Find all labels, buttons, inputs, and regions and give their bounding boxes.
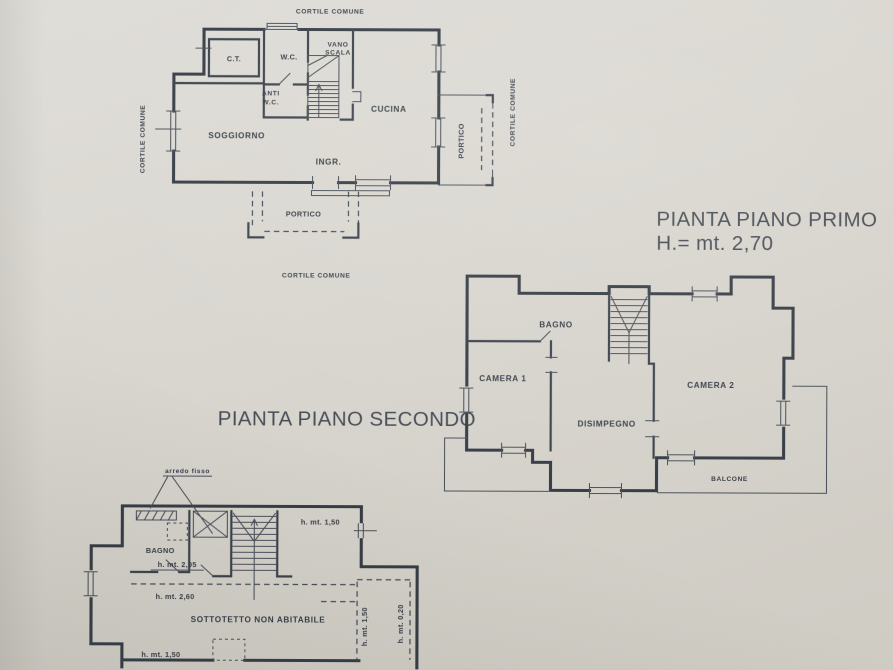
plan-first-floor: BAGNO CAMERA 1 CAMERA 2 DISIMPEGNO BALCO… (443, 274, 828, 499)
terrace-parapet (443, 437, 551, 492)
room-label-vano-scala-1: VANO (328, 42, 349, 49)
room-label-bagno: BAGNO (146, 546, 175, 555)
room-label-portico-right: PORTICO (457, 123, 466, 158)
stairs (610, 295, 648, 365)
room-label-soggiorno: SOGGIORNO (208, 131, 265, 140)
room-label-camera1: CAMERA 1 (479, 374, 526, 383)
annotation-h150-right: h. mt. 1,50 (360, 607, 369, 646)
stairs (307, 54, 340, 119)
portico-right-outline (437, 94, 494, 186)
outer-walls (171, 27, 441, 185)
room-label-vano-scala-2: SCALA (325, 50, 351, 57)
interior-walls (130, 509, 293, 578)
title-piano-secondo: PIANTA PIANO SECONDO (218, 407, 476, 431)
room-label-camera2: CAMERA 2 (687, 381, 734, 390)
room-label-wc: W.C. (280, 52, 297, 61)
room-label-anti-wc-2: W.C. (262, 99, 279, 106)
cortile-comune-left-label: CORTILE COMUNE (140, 105, 147, 174)
room-label-disimpegno: DISIMPEGNO (578, 419, 636, 428)
doors-windows (83, 523, 377, 597)
portico-bottom-dashes (251, 191, 360, 233)
cortile-comune-top-label: CORTILE COMUNE (296, 8, 365, 15)
title-piano-primo: PIANTA PIANO PRIMO (656, 208, 877, 232)
room-label-ct: C.T. (227, 54, 241, 63)
cortile-comune-right-label: CORTILE COMUNE (510, 78, 517, 147)
doors-windows (459, 286, 791, 499)
cortile-comune-bottom-label: CORTILE COMUNE (282, 272, 351, 279)
room-label-portico-bottom: PORTICO (286, 209, 321, 218)
room-label-cucina: CUCINA (371, 105, 406, 114)
fixed-furniture (135, 475, 229, 538)
room-label-ingresso: INGR. (316, 158, 342, 167)
portico-right-corners (485, 94, 494, 187)
portico-right-dashes (480, 108, 494, 171)
annotation-h150-bottom: h. mt. 1,50 (141, 650, 180, 659)
annotation-h020-right: h. mt. 0,20 (396, 604, 405, 643)
annotation-h260: h. mt. 2,60 (156, 592, 195, 601)
balcony-outline (656, 385, 828, 494)
room-label-anti-wc-1: ANTI (262, 90, 280, 97)
plan-second-floor: arredo fisso BAGNO h. mt. 2,05 h. mt. 1,… (83, 468, 419, 670)
room-label-bagno: BAGNO (539, 320, 573, 329)
plan-ground-floor: CORTILE COMUNE CORTILE COMUNE CORTILE CO… (140, 8, 517, 279)
annotation-arredo-fisso: arredo fisso (165, 468, 210, 475)
annotation-h-bagno: h. mt. 2,05 (158, 560, 197, 569)
title-piano-primo-height: H.= mt. 2,70 (656, 232, 773, 255)
portico-bottom-corners (247, 222, 360, 239)
interior-walls (465, 292, 656, 459)
room-label-balcone: BALCONE (711, 476, 748, 483)
room-label-sottotetto: SOTTOTETTO NON ABITABILE (191, 615, 326, 624)
stairs (231, 512, 277, 600)
dashed-fixtures (166, 522, 246, 661)
annotation-h150-top: h. mt. 1,50 (301, 517, 340, 526)
doors-windows (155, 22, 446, 197)
outer-walls (89, 504, 419, 670)
outer-walls (465, 274, 795, 493)
